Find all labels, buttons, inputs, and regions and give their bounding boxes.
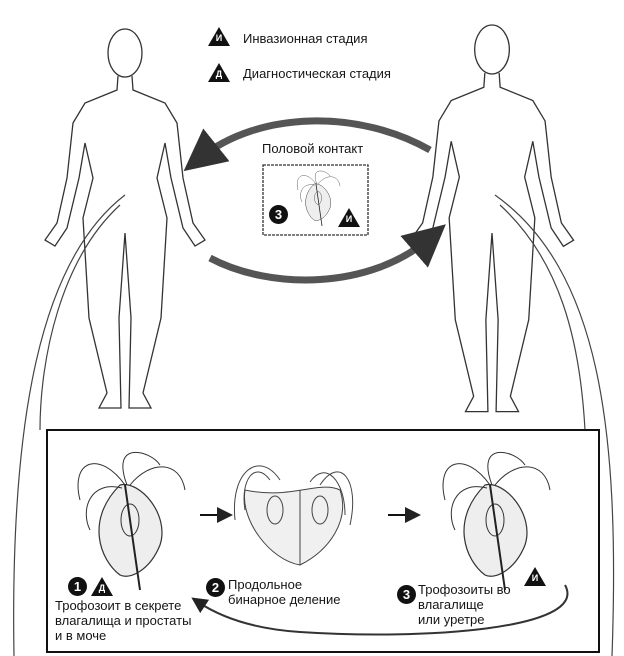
stage-3-badge: 3	[397, 585, 416, 604]
female-figure	[44, 28, 206, 409]
label-line: влагалища и простаты	[55, 613, 192, 628]
diagnostic-stage-icon: Д	[208, 63, 230, 82]
label-line: Трофозоиты во	[418, 582, 511, 597]
trophozoite-3	[442, 451, 551, 591]
stage-2-badge: 2	[206, 578, 225, 597]
cycle-curves	[13, 194, 615, 656]
label-line: Продольное	[228, 577, 303, 592]
return-arrow	[191, 584, 569, 636]
stage-3-label: Трофозоиты во влагалище или уретре	[418, 582, 511, 627]
trophozoite-small	[297, 170, 341, 227]
male-figure	[409, 24, 575, 413]
invasive-stage-icon: И	[208, 27, 230, 46]
label-line: и в моче	[55, 628, 107, 643]
stage-2-label: Продольное бинарное деление	[228, 577, 340, 607]
invasive-stage-icon: И	[524, 567, 546, 586]
invasive-stage-icon: И	[338, 208, 360, 227]
diagnostic-stage-icon: Д	[91, 577, 113, 596]
legend-diagnostic-label: Диагностическая стадия	[243, 66, 391, 81]
label-line: бинарное деление	[228, 592, 341, 607]
legend-invasive-label: Инвазионная стадия	[243, 31, 368, 46]
sexual-contact-label: Половой контакт	[262, 141, 364, 156]
arrow-to-male	[208, 224, 446, 284]
stage-3-badge-small: 3	[269, 205, 288, 224]
label-line: Трофозоит в секрете	[55, 598, 182, 613]
binary-fission	[233, 465, 354, 566]
arrow-to-female	[183, 117, 432, 172]
stage-1-label: Трофозоит в секрете влагалища и простаты…	[55, 598, 191, 643]
label-line: или уретре	[418, 612, 485, 627]
label-line: влагалище	[418, 597, 484, 612]
stage-1-badge: 1	[68, 577, 87, 596]
trophozoite-1	[77, 451, 186, 591]
